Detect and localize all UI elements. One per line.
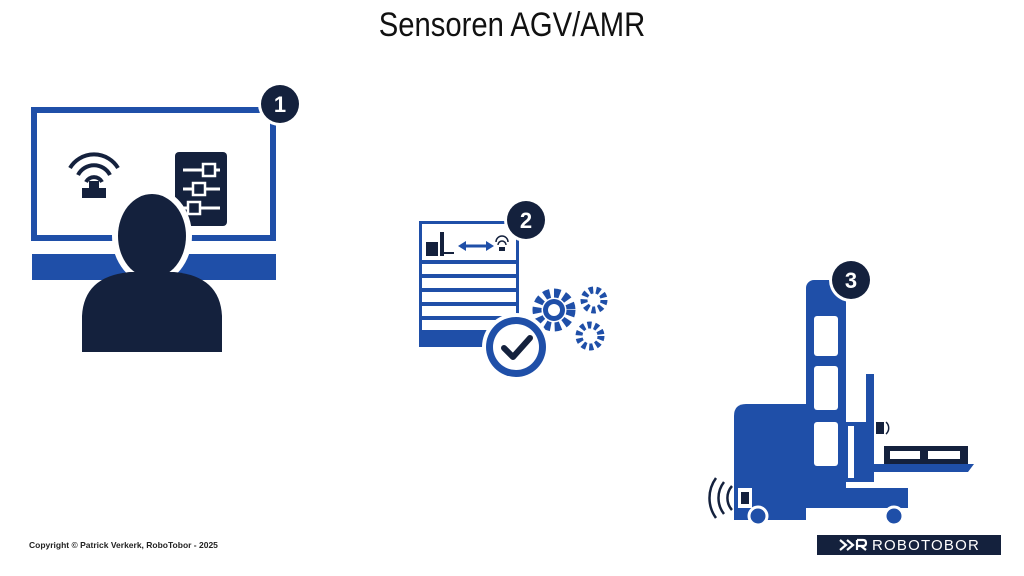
wheel-rear [883, 505, 905, 527]
robotobor-logo: ROBOTOBOR [817, 535, 1001, 555]
step-badge-1: 1 [258, 84, 302, 126]
step-number-3: 3 [845, 268, 857, 293]
pallet [884, 446, 968, 464]
operator-monitor-illustration: 1 [31, 84, 302, 352]
configuration-check-illustration: 2 [419, 198, 608, 381]
step-number-1: 1 [274, 92, 286, 117]
logo-text: ROBOTOBOR [871, 536, 981, 554]
sliders-settings-icon [175, 152, 227, 226]
person-silhouette [82, 188, 222, 352]
wifi-sensor-icon [68, 152, 120, 198]
forklift-mini-icon [426, 232, 454, 256]
rear-sensor-icon [708, 477, 752, 519]
mini-wifi-icon [495, 235, 509, 251]
double-arrow-icon [458, 241, 494, 251]
fork-carriage [844, 374, 974, 482]
forklift-mast [806, 280, 846, 502]
step-badge-3: 3 [829, 258, 873, 302]
wheel-front [747, 505, 769, 527]
page-title: Sensoren AGV/AMR [378, 6, 646, 44]
copyright-notice: Copyright © Patrick Verkerk, RoboTobor -… [29, 540, 218, 550]
mast-sensor-icon [876, 421, 890, 435]
forklift-base [734, 488, 908, 508]
step-badge-2: 2 [504, 198, 548, 242]
step-number-2: 2 [520, 208, 532, 233]
gear-icon [532, 286, 608, 351]
checkmark-circle-icon [482, 313, 550, 381]
agv-forklift-illustration: 3 [708, 258, 974, 527]
logo-chevron-icon [839, 538, 868, 551]
